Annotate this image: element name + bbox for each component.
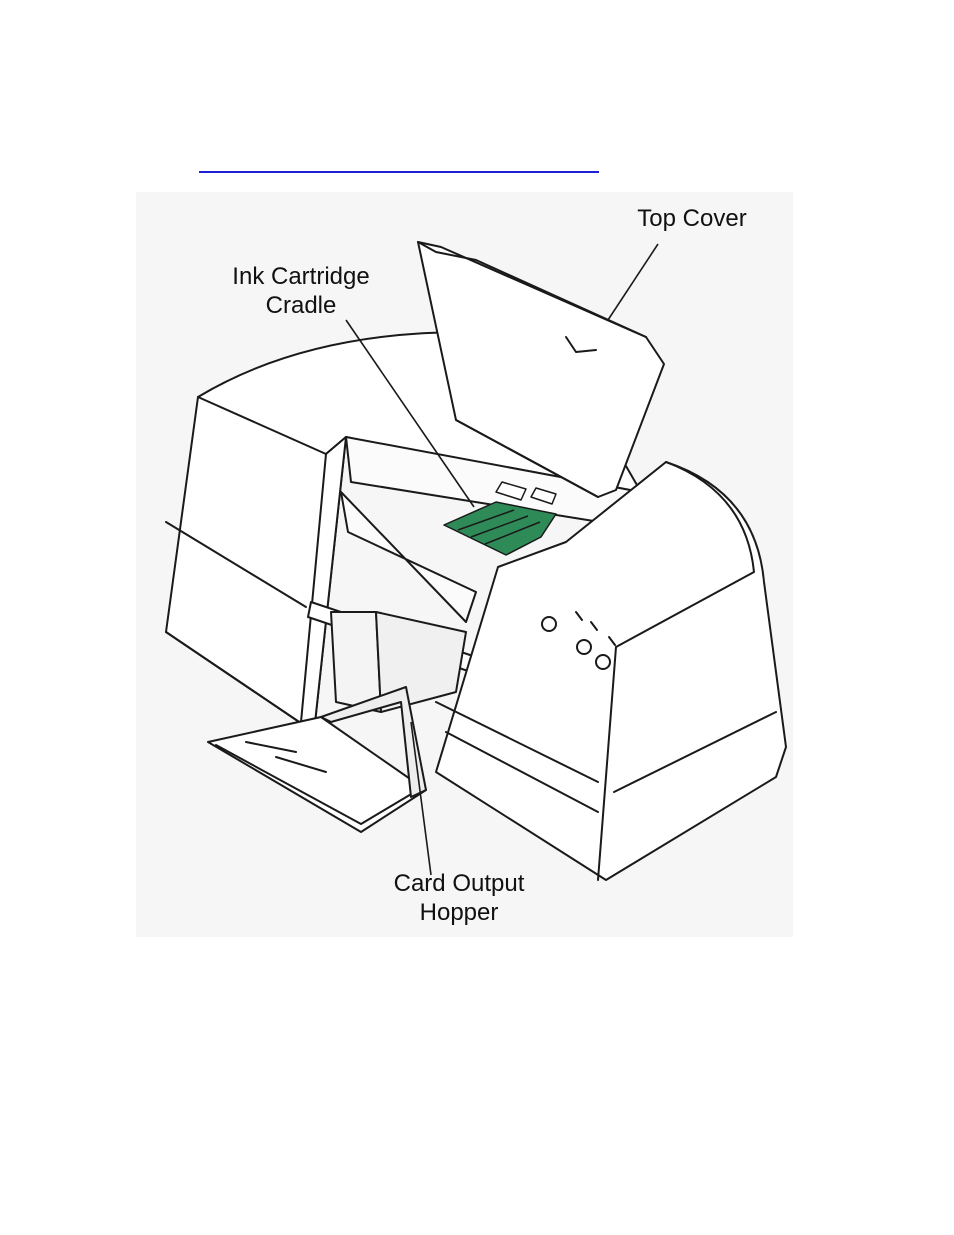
function-button-a [577,640,591,654]
ink-cartridge-cradle-label-line-1: Ink Cartridge [216,262,386,291]
output-tray [208,717,426,832]
printer-diagram: Top Cover Ink Cartridge Cradle Card Outp… [136,192,793,937]
power-button [542,617,556,631]
hyperlink-underline[interactable] [199,171,599,173]
ink-cartridge-cradle-label: Ink Cartridge Cradle [216,262,386,320]
top-cover-leader [608,244,658,320]
top-cover-label-text: Top Cover [622,204,762,233]
top-cover-label: Top Cover [622,204,762,233]
ink-cartridge-cradle-label-line-2: Cradle [216,291,386,320]
card-output-hopper-label-line-1: Card Output [374,869,544,898]
card-output-hopper-label: Card Output Hopper [374,869,544,927]
function-button-b [596,655,610,669]
card-output-hopper-label-line-2: Hopper [374,898,544,927]
